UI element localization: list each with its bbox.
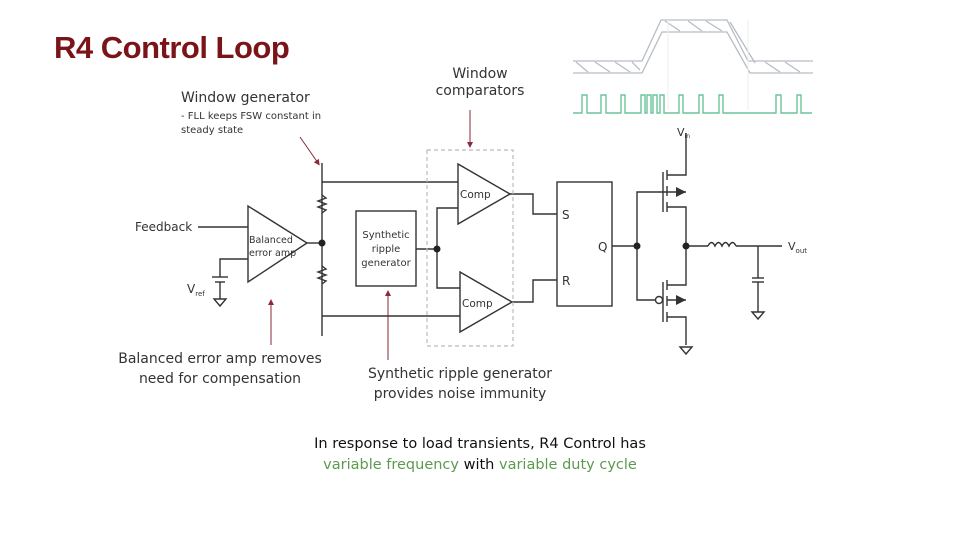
comp-bottom-label: Comp <box>462 298 493 310</box>
comparator-bottom <box>459 270 514 334</box>
latch-q-label: Q <box>598 240 607 254</box>
slide-title: R4 Control Loop <box>54 30 290 65</box>
ripple-label-2: ripple <box>372 244 401 255</box>
error-amp-label-1: Balanced <box>249 235 293 246</box>
resistor-top <box>316 194 328 214</box>
error-amp-caption-line2: need for compensation <box>138 371 302 387</box>
variable-frequency-text: variable frequency <box>323 457 459 473</box>
vout-label: Vout <box>788 240 807 255</box>
with-text: with <box>459 457 499 473</box>
ripple-caption-line1: Synthetic ripple generator <box>367 366 553 382</box>
window-comparators-line2: comparators <box>435 83 525 99</box>
switching-pulses <box>573 94 812 114</box>
inductor <box>707 241 737 248</box>
ripple-caption-line2: provides noise immunity <box>373 386 547 402</box>
window-generator-label: Window generator <box>181 90 310 106</box>
window-generator-note: - FLL keeps FSW constant in steady state <box>181 111 322 136</box>
bottom-line2: variable frequency with variable duty cy… <box>200 455 760 476</box>
ground-icon-fet <box>678 346 694 356</box>
ripple-hatching <box>575 20 801 73</box>
comparator-top <box>457 162 512 226</box>
latch-r-label: R <box>562 274 570 288</box>
window-comparators-box <box>426 149 514 347</box>
synthetic-ripple-box <box>355 210 417 287</box>
variable-duty-cycle-text: variable duty cycle <box>498 457 637 473</box>
ground-icon-out <box>750 311 766 321</box>
envelope-upper <box>573 19 813 62</box>
ripple-label-1: Synthetic <box>362 230 409 241</box>
latch-s-label: S <box>562 208 570 222</box>
ripple-caption: Synthetic ripple generator provides nois… <box>350 364 570 404</box>
error-amp-caption-line1: Balanced error amp removes <box>118 351 322 367</box>
ground-icon <box>212 298 228 308</box>
load-transient-waveform <box>573 19 813 74</box>
window-comparators-label: Window comparators <box>430 66 530 100</box>
vin-label: Vin <box>677 126 690 140</box>
error-amp-triangle <box>247 204 309 284</box>
comp-top-label: Comp <box>460 189 491 201</box>
resistor-bottom <box>316 265 328 285</box>
envelope-lower <box>573 31 813 74</box>
error-amp-label-2: error amp <box>249 248 296 259</box>
window-generator-arrow <box>299 136 320 166</box>
window-comparators-line1: Window <box>452 66 508 82</box>
bottom-summary: In response to load transients, R4 Contr… <box>200 434 760 476</box>
ripple-label-3: generator <box>361 258 411 269</box>
vref-label: Vref <box>187 282 205 298</box>
sr-latch <box>556 181 613 307</box>
error-amp-caption: Balanced error amp removes need for comp… <box>100 349 340 389</box>
feedback-label: Feedback <box>135 220 192 234</box>
bottom-line1: In response to load transients, R4 Contr… <box>314 436 646 452</box>
